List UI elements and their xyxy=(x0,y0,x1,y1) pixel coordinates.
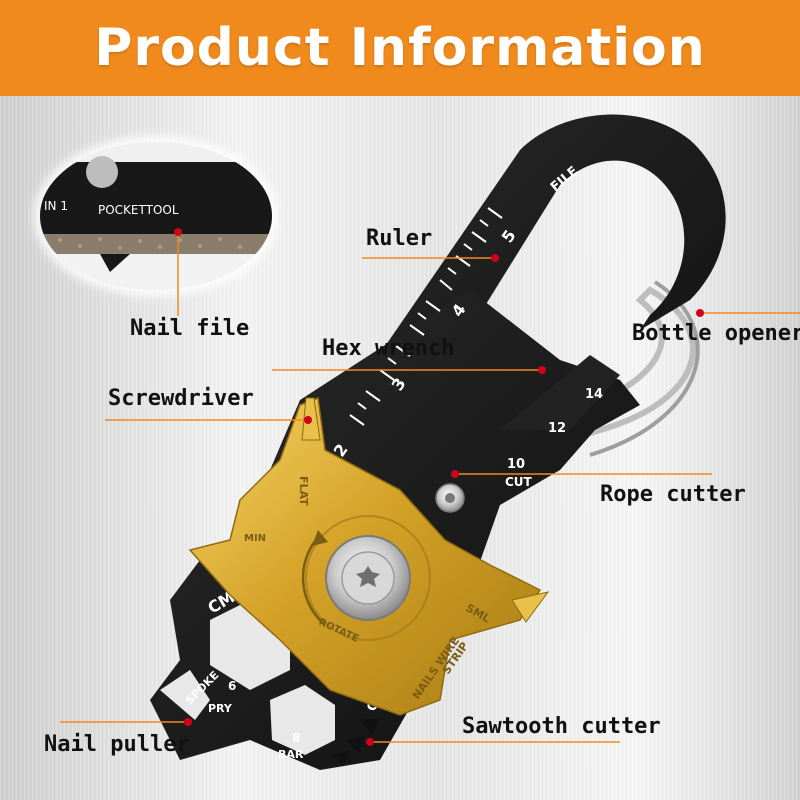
size-14-marking: 14 xyxy=(585,387,603,402)
bar-marking: BAR xyxy=(278,748,304,761)
cut-marking: CUT xyxy=(505,475,533,489)
label-sawtooth-cutter: Sawtooth cutter xyxy=(462,714,661,739)
inset-count-text: IN 1 xyxy=(44,199,68,213)
label-bottle-opener: Bottle opener xyxy=(632,321,800,346)
label-nail-puller: Nail puller xyxy=(44,732,190,757)
size-8-marking: 8 xyxy=(292,731,300,745)
flat-marking: FLAT xyxy=(297,476,310,506)
label-rope-cutter: Rope cutter xyxy=(600,482,746,507)
size-12-marking: 12 xyxy=(548,421,566,436)
size-6-marking: 6 xyxy=(228,679,236,693)
torx-socket xyxy=(356,566,380,587)
hex-opening-small xyxy=(270,685,335,755)
nail-file-zoom: IN 1 POCKETTOOL xyxy=(40,142,272,290)
nail-file-inset: IN 1 POCKETTOOL xyxy=(40,142,272,290)
label-hex-wrench: Hex wrench xyxy=(322,336,455,361)
header-banner: Product Information xyxy=(0,0,800,96)
page-title: Product Information xyxy=(94,18,706,78)
rotate-ring xyxy=(305,515,431,641)
label-screwdriver: Screwdriver xyxy=(108,386,254,411)
min-marking: MIN xyxy=(244,533,266,544)
size-10-marking: 10 xyxy=(507,457,525,472)
pry-marking: PRY xyxy=(208,702,233,715)
gold-cutter-tip xyxy=(511,591,550,623)
rope-cutter-jaw xyxy=(500,355,620,430)
inset-model-text: POCKETTOOL xyxy=(98,203,179,217)
ruler-ticks xyxy=(349,207,503,426)
label-nail-file: Nail file xyxy=(130,316,250,341)
label-ruler: Ruler xyxy=(366,226,433,251)
nail-puller-notch xyxy=(160,670,210,720)
